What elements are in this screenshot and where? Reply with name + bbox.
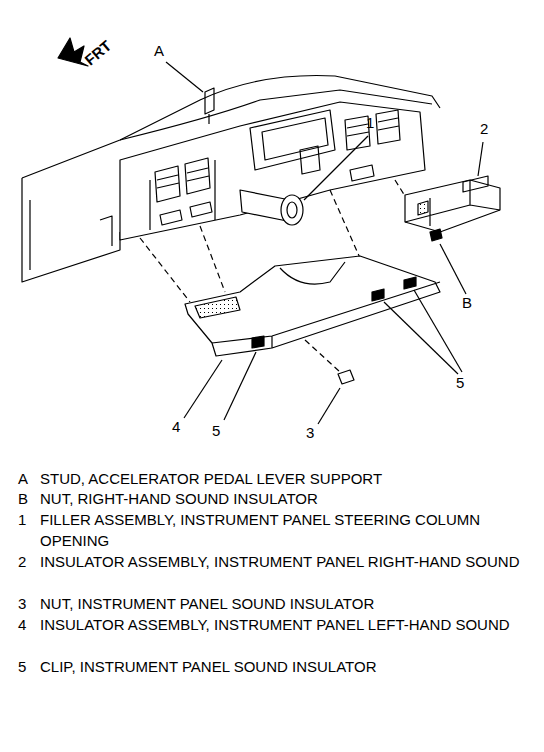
- dash-face: [120, 102, 425, 240]
- leader-line: [166, 62, 203, 92]
- left-insulator-edges: [212, 282, 440, 348]
- dash-side-detail: [30, 200, 112, 270]
- clip: [404, 277, 416, 289]
- key-letter: 3: [18, 593, 26, 614]
- key-letter: A: [18, 468, 28, 489]
- key-letter: 1: [18, 509, 26, 530]
- insulator-tab: [463, 176, 488, 192]
- right-sound-insulator: [405, 180, 500, 232]
- key-letter: B: [18, 488, 28, 509]
- key-description: NUT, INSTRUMENT PANEL SOUND INSULATOR: [40, 593, 520, 614]
- leader-line: [414, 290, 462, 372]
- insulator-texture: [418, 201, 428, 215]
- key-description: STUD, ACCELERATOR PEDAL LEVER SUPPORT: [40, 468, 520, 489]
- leader-line: [224, 352, 256, 420]
- nut: [430, 229, 442, 241]
- leader-line: [304, 136, 368, 200]
- callout-number: 4: [172, 416, 180, 437]
- leader-line: [384, 302, 458, 374]
- leader-line: [184, 360, 222, 418]
- callout-number: 2: [480, 118, 488, 139]
- key-letter: 5: [18, 656, 26, 677]
- dash-side: [22, 178, 120, 282]
- callout-number: 3: [306, 422, 314, 443]
- nut: [338, 370, 354, 384]
- callout-number: A: [154, 40, 164, 61]
- key-description: CLIP, INSTRUMENT PANEL SOUND INSULATOR: [40, 656, 520, 677]
- instrument-cluster: [250, 110, 335, 170]
- key-description: INSULATOR ASSEMBLY, INSTRUMENT PANEL RIG…: [40, 551, 520, 572]
- clip: [252, 336, 264, 348]
- callout-number: 1: [366, 112, 374, 133]
- callout-number: 5: [456, 372, 464, 393]
- switches: [160, 165, 374, 225]
- key-letter: 2: [18, 551, 26, 572]
- stud: [205, 88, 214, 124]
- callout-number: B: [462, 292, 472, 313]
- insulator-texture: [195, 297, 240, 318]
- key-description: INSULATOR ASSEMBLY, INSTRUMENT PANEL LEF…: [40, 614, 520, 635]
- leader-line: [440, 244, 466, 294]
- key-description: FILLER ASSEMBLY, INSTRUMENT PANEL STEERI…: [40, 509, 520, 551]
- leader-line: [318, 388, 340, 424]
- leader-line: [478, 142, 483, 176]
- clip: [372, 289, 384, 301]
- steering-column: [281, 195, 303, 225]
- key-letter: 4: [18, 614, 26, 635]
- steering-column-hub: [287, 202, 297, 218]
- callout-number: 5: [212, 420, 220, 441]
- insulator-cutout: [280, 262, 345, 284]
- left-sound-insulator: [185, 256, 440, 356]
- air-vents: [155, 110, 400, 202]
- key-description: NUT, RIGHT-HAND SOUND INSULATOR: [40, 488, 520, 509]
